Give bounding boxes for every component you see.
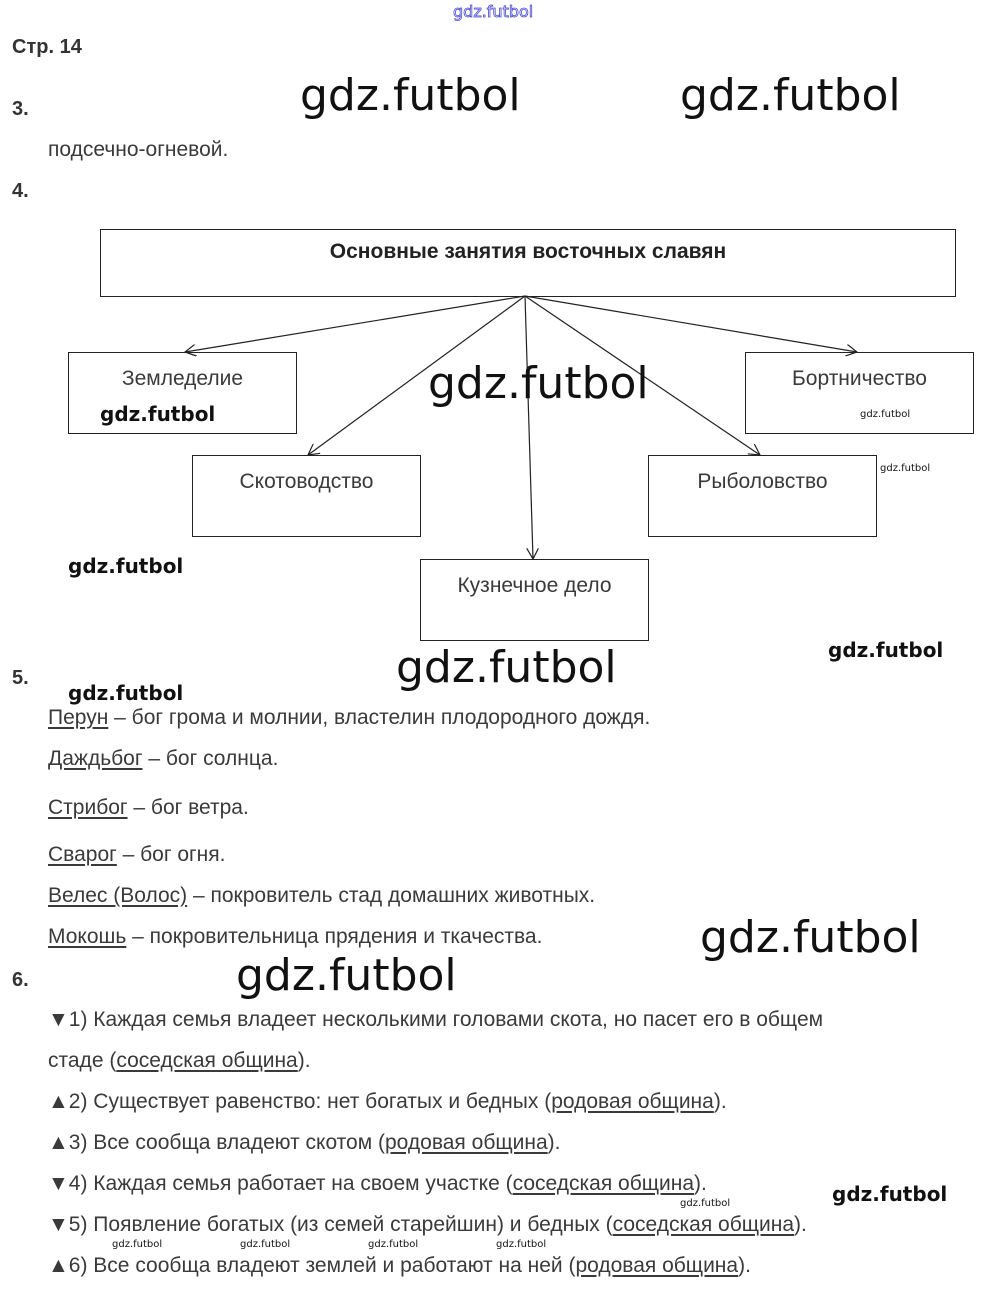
arrow-to-cattle — [308, 295, 526, 455]
diagram-root-label: Основные занятия восточных славян — [329, 240, 727, 263]
item-text: 4) Каждая семья работает на своем участк… — [68, 1172, 513, 1195]
diagram-label: Бортничество — [792, 367, 927, 390]
item-end: ). — [738, 1254, 751, 1277]
watermark: gdz.futbol — [100, 402, 216, 426]
god-name: Стрибог — [48, 796, 128, 819]
triangle-up-icon: ▲ — [48, 1254, 69, 1277]
item-text: 2) Существует равенство: нет богатых и б… — [68, 1090, 552, 1113]
item-term: родовая община — [385, 1131, 548, 1154]
god-name: Велес (Волос) — [48, 884, 188, 907]
arrow-to-beekeeping — [524, 295, 857, 352]
triangle-down-icon: ▼ — [48, 1172, 69, 1195]
watermark: gdz.futbol — [828, 638, 944, 662]
community-item: ▼4) Каждая семья работает на своем участ… — [48, 1172, 707, 1196]
item-text: 3) Все сообща владеют скотом ( — [68, 1131, 385, 1154]
god-item: Мокошь – покровительница прядения и ткач… — [48, 925, 542, 949]
item-term: родовая община — [575, 1254, 739, 1277]
watermark: gdz.futbol — [68, 681, 184, 705]
god-item: Сварог – бог огня. — [48, 843, 226, 867]
arrow-to-fishing — [524, 295, 760, 455]
item-end: ). — [794, 1213, 807, 1236]
question-3-number: 3. — [12, 98, 29, 120]
god-desc: – бог грома и молнии, властелин плодород… — [108, 706, 651, 729]
watermark: gdz.futbol — [236, 950, 457, 1001]
arrow-to-agriculture — [185, 295, 526, 352]
watermark: gdz.futbol — [700, 912, 921, 963]
item-term: соседская община — [612, 1213, 795, 1236]
god-desc: – бог огня. — [116, 843, 226, 866]
triangle-up-icon: ▲ — [48, 1090, 69, 1113]
god-desc: – бог ветра. — [127, 796, 249, 819]
watermark: gdz.futbol — [428, 358, 649, 409]
god-item: Велес (Волос) – покровитель стад домашни… — [48, 884, 595, 908]
watermark: gdz.futbol — [832, 1182, 948, 1206]
item-text: стаде ( — [48, 1049, 117, 1072]
diagram-box-smithing: Кузнечное дело — [420, 559, 649, 641]
item-term: соседская община — [512, 1172, 695, 1195]
god-item: Перун – бог грома и молнии, властелин пл… — [48, 706, 650, 730]
watermark: gdz.futbol — [496, 1239, 547, 1250]
community-item: ▲3) Все сообща владеют скотом (родовая о… — [48, 1131, 560, 1155]
diagram-box-beekeeping: Бортничество — [745, 352, 974, 434]
question-4-number: 4. — [12, 180, 29, 202]
diagram-arrows — [0, 295, 987, 700]
watermark: gdz.futbol — [396, 642, 617, 693]
question-6-number: 6. — [12, 969, 29, 991]
arrow-to-smithing — [524, 295, 533, 559]
diagram-box-fishing: Рыболовство — [648, 455, 877, 537]
community-item: ▼5) Появление богатых (из семей старейши… — [48, 1213, 807, 1237]
question-5-number: 5. — [12, 667, 29, 689]
diagram-label: Скотоводство — [239, 470, 374, 493]
watermark: gdz.futbol — [300, 70, 521, 121]
item-end: ). — [547, 1131, 561, 1154]
community-item: ▼1) Каждая семья владеет несколькими гол… — [48, 1008, 823, 1032]
item-end: ). — [694, 1172, 707, 1195]
triangle-down-icon: ▼ — [48, 1008, 69, 1031]
question-3-answer: подсечно-огневой. — [48, 138, 229, 161]
god-item: Даждьбог – бог солнца. — [48, 747, 278, 771]
god-item: Стрибог – бог ветра. — [48, 796, 249, 820]
watermark: gdz.futbol — [68, 554, 184, 578]
item-term: родовая община — [551, 1090, 714, 1113]
god-desc: – покровительница прядения и ткачества. — [126, 925, 543, 948]
diagram-root-box: Основные занятия восточных славян — [100, 229, 956, 297]
watermark: gdz.futbol — [860, 409, 911, 420]
item-text: 1) Каждая семья владеет несколькими голо… — [68, 1008, 824, 1031]
watermark: gdz.futbol — [112, 1239, 163, 1250]
item-text: 5) Появление богатых (из семей старейшин… — [68, 1213, 613, 1236]
item-end: ). — [297, 1049, 311, 1072]
diagram-label: Рыболовство — [697, 470, 828, 493]
item-end: ). — [713, 1090, 727, 1113]
diagram-label: Кузнечное дело — [457, 574, 612, 597]
god-desc: – бог солнца. — [142, 747, 279, 770]
item-term: соседская община — [116, 1049, 298, 1072]
god-name: Сварог — [48, 843, 117, 866]
page-title: Стр. 14 — [12, 36, 82, 58]
god-name: Мокошь — [48, 925, 127, 948]
watermark: gdz.futbol — [680, 1198, 731, 1209]
god-name: Перун — [48, 706, 109, 729]
triangle-down-icon: ▼ — [48, 1213, 69, 1236]
diagram-box-agriculture: Земледелие — [68, 352, 297, 434]
community-item: ▲2) Существует равенство: нет богатых и … — [48, 1090, 727, 1114]
watermark: gdz.futbol — [240, 1239, 291, 1250]
item-text: 6) Все сообща владеют землей и работают … — [68, 1254, 576, 1277]
god-desc: – покровитель стад домашних животных. — [187, 884, 596, 907]
watermark: gdz.futbol — [880, 463, 931, 474]
community-item-cont: стаде (соседская община). — [48, 1049, 311, 1073]
watermark: gdz.futbol — [368, 1239, 419, 1250]
watermark: gdz.futbol — [680, 70, 901, 121]
diagram-label: Земледелие — [121, 367, 244, 390]
community-item: ▲6) Все сообща владеют землей и работают… — [48, 1254, 751, 1278]
god-name: Даждьбог — [48, 747, 143, 770]
watermark-top: gdz.futbol — [453, 2, 534, 21]
diagram-box-cattle: Скотоводство — [192, 455, 421, 537]
triangle-up-icon: ▲ — [48, 1131, 69, 1154]
